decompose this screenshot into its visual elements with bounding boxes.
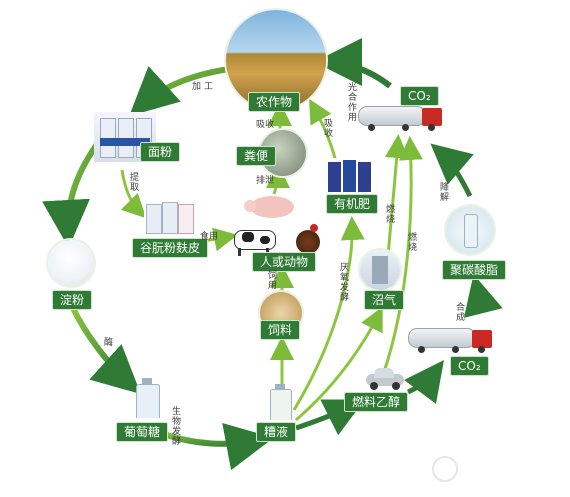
process-feed-use: 饲用 [266, 270, 276, 290]
node-manure: 粪便 [236, 146, 277, 166]
gluten-bags-image [144, 200, 194, 234]
process-anaerobic: 厌氧发酵 [338, 262, 348, 302]
glucose-bottle-image [134, 378, 160, 418]
car-image [362, 366, 406, 390]
process-processing: 加工 [192, 82, 217, 92]
node-glucose: 葡萄糖 [116, 422, 169, 442]
arrow-polycarbonate-to-co2 [430, 143, 474, 198]
node-flour: 面粉 [140, 142, 181, 162]
process-degrade: 降解 [438, 182, 448, 202]
arrow-flour-to-starch [42, 138, 103, 248]
node-gluten-bran: 谷朊粉麸皮 [132, 238, 209, 258]
process-burn-1: 燃烧 [384, 204, 394, 224]
arrow-biogas-to-co2 [384, 134, 409, 257]
cow-image [228, 226, 280, 256]
watermark-logo [432, 456, 458, 482]
arrow-crops-to-flour [129, 65, 237, 117]
node-feed: 饲料 [260, 320, 301, 340]
stillage-bottle-image [268, 384, 292, 420]
arrow-tanker-to-polycarbonate [463, 274, 503, 318]
arrow-starch-to-glucose [69, 304, 141, 395]
arrow-flour-to-gluten [120, 169, 147, 219]
node-crops: 农作物 [248, 92, 301, 112]
co2-tanker-bottom-image [408, 322, 494, 354]
arrow-stillage-to-biogas [295, 306, 383, 422]
process-enzyme: 酶 [104, 338, 114, 348]
node-organic-fertilizer: 有机肥 [326, 194, 379, 214]
node-people-animals: 人或动物 [252, 252, 317, 272]
process-bio-ferment: 生物发酵 [170, 406, 180, 446]
arrow-co2-to-crops [314, 38, 392, 89]
rooster-image [290, 222, 324, 258]
arrow-ethanol-to-co2 [382, 136, 424, 373]
starch-powder-image [48, 240, 94, 286]
process-photosynthesis: 光合作用 [346, 82, 356, 122]
polycarbonate-bottle-image [446, 206, 494, 254]
co2-tanker-top-image [358, 100, 444, 132]
node-biogas: 沼气 [364, 290, 405, 310]
node-fuel-ethanol: 燃料乙醇 [344, 392, 409, 412]
organic-fertilizer-bags-image [326, 158, 374, 194]
process-extract: 提取 [128, 172, 138, 192]
process-synthesize: 合成 [454, 302, 464, 322]
node-co2-bottom: CO₂ [450, 356, 489, 376]
arrow-glucose-to-stillage [156, 423, 274, 471]
arrow-fertilizer-to-crops [309, 98, 338, 163]
process-excrete: 排泄 [256, 176, 275, 186]
pig-image [244, 190, 298, 222]
node-polycarbonate: 聚碳酸脂 [442, 260, 507, 280]
biogas-plant-image [360, 250, 400, 290]
process-absorb-right: 吸收 [322, 118, 332, 138]
arrow-stillage-to-fertilizer [292, 216, 365, 411]
arrow-ethanol-to-tanker [403, 360, 445, 404]
node-starch: 淀粉 [52, 290, 93, 310]
process-burn-2: 燃烧 [406, 232, 416, 252]
node-distillers-grains: 糟液 [256, 422, 297, 442]
process-absorb-left: 吸收 [256, 120, 275, 130]
process-eat: 食用 [200, 232, 219, 242]
node-co2-top: CO₂ [400, 86, 439, 106]
